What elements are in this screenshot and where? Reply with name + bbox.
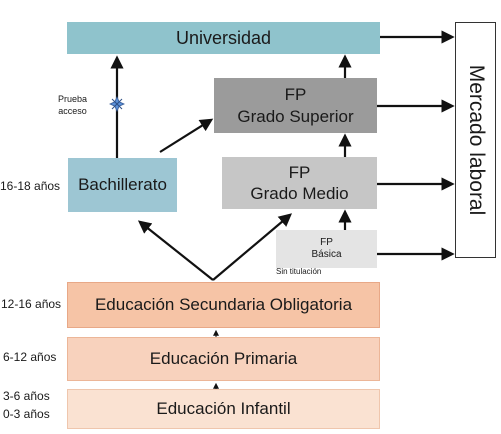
prueba-line1: Prueba <box>58 94 88 104</box>
fp-basica-line2: Básica <box>311 249 342 260</box>
eso-box: Educación Secundaria Obligatoria <box>67 282 380 328</box>
age-3-6-label: 3-6 años <box>3 389 50 403</box>
fp-basica-line1: FP <box>320 236 333 248</box>
bachillerato-box: Bachillerato <box>68 158 177 212</box>
age-6-12-label: 6-12 años <box>3 350 57 364</box>
bachillerato-label: Bachillerato <box>78 175 167 195</box>
fp-medio-line1: FP <box>288 162 311 182</box>
fp-superior-line2: Grado Superior <box>237 106 354 126</box>
infantil-box: Educación Infantil <box>67 389 380 429</box>
age-16-18-label: 16-18 años <box>0 179 61 193</box>
primaria-box: Educación Primaria <box>67 337 380 381</box>
universidad-label: Universidad <box>175 27 272 48</box>
primaria-label: Educación Primaria <box>149 349 298 369</box>
access-exam-marker <box>109 96 125 112</box>
prueba-line2: acceso <box>58 105 87 116</box>
sin-titulacion-label: Sin titulación <box>276 267 322 276</box>
fp-grado-superior-box: FP Grado Superior <box>214 78 377 133</box>
arrow-bach-fps <box>159 118 214 153</box>
prueba-acceso-label: Prueba acceso <box>58 94 87 117</box>
arrow-eso-fpm <box>212 213 293 281</box>
fp-basica-box: FP Básica <box>276 230 377 268</box>
eso-label: Educación Secundaria Obligatoria <box>94 295 353 315</box>
fp-medio-line2: Grado Medio <box>250 184 349 203</box>
age-12-16-label: 12-16 años <box>1 297 62 311</box>
mercado-laboral-box: Mercado laboral <box>455 22 496 258</box>
infantil-label: Educación Infantil <box>156 399 291 419</box>
mercado-laboral-label: Mercado laboral <box>464 64 488 216</box>
fp-superior-line1: FP <box>284 85 307 105</box>
universidad-box: Universidad <box>67 22 380 54</box>
fp-grado-medio-box: FP Grado Medio <box>222 157 377 209</box>
arrow-eso-bach <box>137 220 214 281</box>
age-0-3-label: 0-3 años <box>3 407 50 421</box>
